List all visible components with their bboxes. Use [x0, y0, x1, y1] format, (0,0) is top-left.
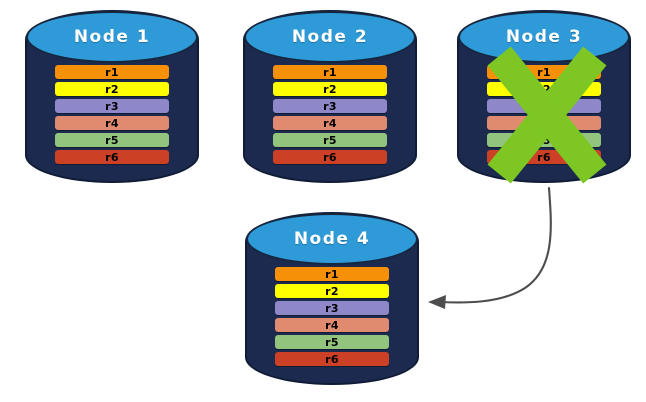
- node-1-row-r2-label: r2: [105, 82, 119, 96]
- node-1-row-r3[interactable]: r3: [55, 99, 169, 113]
- node-3-row-list: r1 r2 r3 r4 r5 r6: [457, 65, 631, 164]
- node-1-row-r1[interactable]: r1: [55, 65, 169, 79]
- node-1-cylinder-top: Node 1: [26, 11, 198, 63]
- node-3-cylinder-top: Node 3: [458, 11, 630, 63]
- node-3[interactable]: Node 3 r1 r2 r3 r4 r5 r6: [457, 10, 631, 183]
- node-1-row-r6-label: r6: [105, 150, 119, 164]
- node-1-row-r5-label: r5: [105, 133, 119, 147]
- node-4-row-r4-label: r4: [325, 318, 339, 332]
- node-1-row-r6[interactable]: r6: [55, 150, 169, 164]
- node-2-row-r3-label: r3: [323, 99, 337, 113]
- node-2-row-r4[interactable]: r4: [273, 116, 387, 130]
- node-2-row-list: r1 r2 r3 r4 r5 r6: [243, 65, 417, 164]
- node-4-row-r1-label: r1: [325, 267, 339, 281]
- node-4-row-r4[interactable]: r4: [275, 318, 389, 332]
- node-2-row-r6-label: r6: [323, 150, 337, 164]
- node-4-row-r1[interactable]: r1: [275, 267, 389, 281]
- node-4-row-r3[interactable]: r3: [275, 301, 389, 315]
- node-2-row-r5-label: r5: [323, 133, 337, 147]
- replication-arrow-line: [439, 186, 552, 304]
- node-3-row-r6[interactable]: r6: [487, 150, 601, 164]
- node-3-row-r5[interactable]: r5: [487, 133, 601, 147]
- node-1-row-list: r1 r2 r3 r4 r5 r6: [25, 65, 199, 164]
- node-1-row-r2[interactable]: r2: [55, 82, 169, 96]
- node-1[interactable]: Node 1 r1 r2 r3 r4 r5 r6: [25, 10, 199, 183]
- node-2-row-r1-label: r1: [323, 65, 337, 79]
- node-3-row-r5-label: r5: [537, 133, 551, 147]
- node-4-row-r3-label: r3: [325, 301, 339, 315]
- node-2-row-r2[interactable]: r2: [273, 82, 387, 96]
- node-2-row-r2-label: r2: [323, 82, 337, 96]
- node-2-cylinder-top: Node 2: [244, 11, 416, 63]
- node-4-row-list: r1 r2 r3 r4 r5 r6: [245, 267, 419, 366]
- node-3-row-r1-label: r1: [537, 65, 551, 79]
- node-3-row-r4-label: r4: [537, 116, 551, 130]
- node-2-row-r4-label: r4: [323, 116, 337, 130]
- node-3-row-r2[interactable]: r2: [487, 82, 601, 96]
- node-2-row-r1[interactable]: r1: [273, 65, 387, 79]
- node-1-title: Node 1: [73, 27, 151, 47]
- node-2-title: Node 2: [291, 27, 369, 47]
- node-4-row-r6[interactable]: r6: [275, 352, 389, 366]
- node-4-row-r5-label: r5: [325, 335, 339, 349]
- node-4-cylinder-top: Node 4: [246, 213, 418, 265]
- node-3-title: Node 3: [505, 27, 583, 47]
- node-2-row-r5[interactable]: r5: [273, 133, 387, 147]
- node-4-row-r2-label: r2: [325, 284, 339, 298]
- node-2-row-r6[interactable]: r6: [273, 150, 387, 164]
- node-4-row-r6-label: r6: [325, 352, 339, 366]
- node-4-row-r2[interactable]: r2: [275, 284, 389, 298]
- node-3-row-r6-label: r6: [537, 150, 551, 164]
- node-3-row-r2-label: r2: [537, 82, 551, 96]
- node-3-row-r4[interactable]: r4: [487, 116, 601, 130]
- node-4[interactable]: Node 4 r1 r2 r3 r4 r5 r6: [245, 212, 419, 385]
- node-1-row-r4[interactable]: r4: [55, 116, 169, 130]
- node-2[interactable]: Node 2 r1 r2 r3 r4 r5 r6: [243, 10, 417, 183]
- node-4-row-r5[interactable]: r5: [275, 335, 389, 349]
- node-3-row-r3-label: r3: [537, 99, 551, 113]
- node-1-row-r1-label: r1: [105, 65, 119, 79]
- replication-arrow-head: [428, 295, 446, 309]
- node-1-row-r3-label: r3: [105, 99, 119, 113]
- node-3-row-r3[interactable]: r3: [487, 99, 601, 113]
- node-4-title: Node 4: [293, 229, 371, 249]
- node-1-row-r5[interactable]: r5: [55, 133, 169, 147]
- node-3-row-r1[interactable]: r1: [487, 65, 601, 79]
- node-1-row-r4-label: r4: [105, 116, 119, 130]
- node-2-row-r3[interactable]: r3: [273, 99, 387, 113]
